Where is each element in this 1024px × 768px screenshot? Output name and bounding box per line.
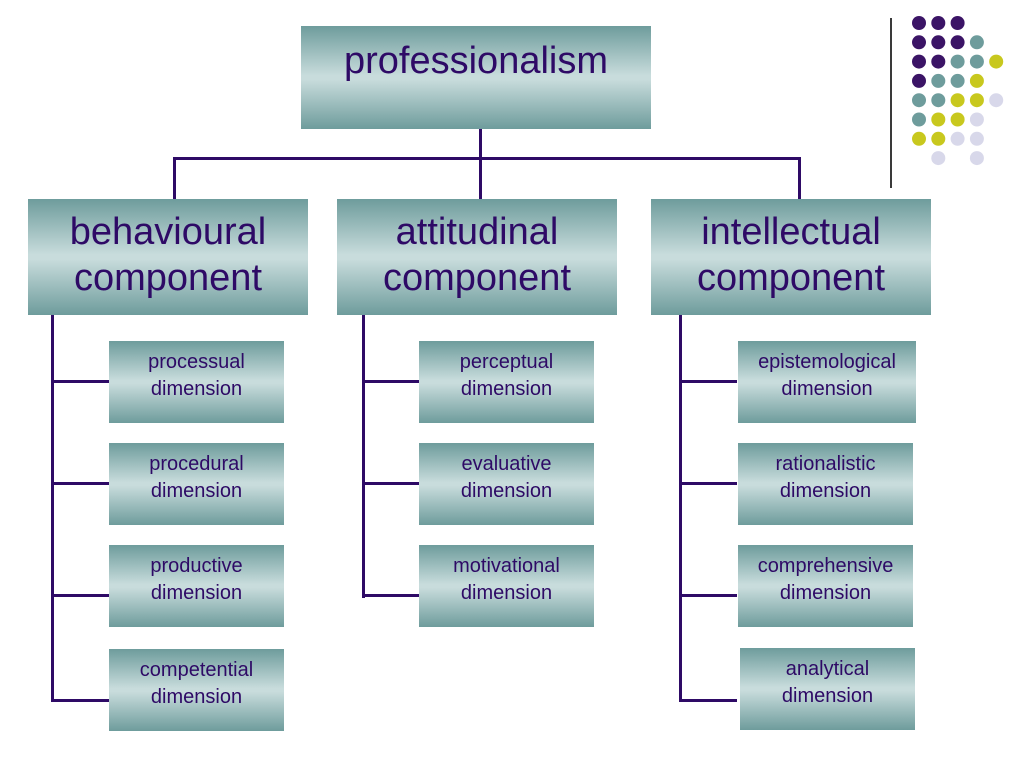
drop-line-attitudinal bbox=[479, 157, 482, 199]
branch-rationalistic bbox=[679, 482, 737, 485]
decorative-dot bbox=[969, 131, 984, 146]
decorative-dot bbox=[950, 16, 965, 30]
branch-processual bbox=[51, 380, 109, 383]
root-node-professionalism: professionalism bbox=[301, 26, 651, 129]
root-label: professionalism bbox=[344, 40, 608, 82]
decorative-dot bbox=[969, 54, 984, 69]
dimension-perceptual: perceptual dimension bbox=[419, 341, 594, 423]
component-label-line1: intellectual bbox=[701, 211, 881, 253]
component-label-line1: behavioural bbox=[69, 211, 267, 253]
decorative-dot bbox=[912, 35, 926, 50]
dimension-epistemological: epistemological dimension bbox=[738, 341, 916, 423]
dimension-label-line1: motivational bbox=[453, 555, 560, 577]
component-label-line2: component bbox=[382, 257, 571, 299]
dimension-label-line2: dimension bbox=[460, 378, 553, 400]
dimension-label-line2: dimension bbox=[150, 378, 243, 400]
decorative-dot bbox=[931, 73, 946, 88]
component-label-line2: component bbox=[696, 257, 885, 299]
dimension-label-line2: dimension bbox=[150, 686, 243, 708]
dimension-label-line1: perceptual bbox=[459, 351, 554, 373]
dimension-label-line2: dimension bbox=[781, 378, 873, 400]
decorative-dot bbox=[969, 93, 984, 108]
decorative-dot bbox=[989, 93, 1004, 108]
decorative-dot bbox=[912, 131, 926, 146]
dimension-label-line1: procedural bbox=[149, 453, 244, 475]
decorative-dot bbox=[931, 131, 946, 146]
component-label-line2: component bbox=[73, 257, 262, 299]
dimension-label-line2: dimension bbox=[781, 685, 874, 707]
decorative-dot bbox=[950, 131, 965, 146]
branch-procedural bbox=[51, 482, 109, 485]
decorative-dot bbox=[931, 35, 946, 50]
branch-productive bbox=[51, 594, 109, 597]
decorative-dot bbox=[950, 112, 965, 127]
spine-attitudinal bbox=[362, 315, 365, 598]
decorative-dot bbox=[931, 151, 946, 166]
spine-behavioural bbox=[51, 315, 54, 702]
drop-line-behavioural bbox=[173, 157, 176, 199]
dimension-label-line2: dimension bbox=[460, 480, 553, 502]
dimension-label-line2: dimension bbox=[779, 582, 872, 604]
dimension-label-line1: epistemological bbox=[758, 351, 896, 373]
decorative-dot bbox=[912, 112, 926, 127]
top-horizontal-line bbox=[173, 157, 801, 160]
dimension-evaluative: evaluative dimension bbox=[419, 443, 594, 525]
decorative-dot bbox=[912, 93, 926, 108]
component-behavioural: behavioural component bbox=[28, 199, 308, 315]
dimension-label-line1: productive bbox=[150, 555, 243, 577]
dimension-label-line2: dimension bbox=[779, 480, 872, 502]
dimension-label-line1: rationalistic bbox=[775, 453, 876, 475]
branch-epistemological bbox=[679, 380, 737, 383]
decorative-dot bbox=[969, 112, 984, 127]
decorative-dot bbox=[950, 54, 965, 69]
decorative-dot bbox=[931, 112, 946, 127]
dimension-label-line2: dimension bbox=[150, 480, 243, 502]
decorative-dot bbox=[912, 73, 926, 88]
drop-line-intellectual bbox=[798, 157, 801, 199]
decorative-dot bbox=[989, 54, 1004, 69]
decorative-dot bbox=[950, 35, 965, 50]
dimension-label-line2: dimension bbox=[460, 582, 553, 604]
decorative-dot bbox=[969, 35, 984, 50]
component-label-line1: attitudinal bbox=[395, 211, 559, 253]
decorative-dot bbox=[912, 54, 926, 69]
dimension-label-line1: analytical bbox=[785, 658, 870, 680]
decorative-dot bbox=[950, 73, 965, 88]
branch-evaluative bbox=[362, 482, 420, 485]
dimension-label-line1: comprehensive bbox=[757, 555, 894, 577]
dimension-rationalistic: rationalistic dimension bbox=[738, 443, 913, 525]
decorative-dot bbox=[931, 54, 946, 69]
dimension-label-line1: evaluative bbox=[461, 453, 552, 475]
dimension-label-line1: competential bbox=[139, 659, 254, 681]
dimension-analytical: analytical dimension bbox=[740, 648, 915, 730]
branch-comprehensive bbox=[679, 594, 737, 597]
branch-motivational bbox=[362, 594, 420, 597]
branch-competential bbox=[51, 699, 109, 702]
dimension-label-line2: dimension bbox=[150, 582, 243, 604]
dimension-comprehensive: comprehensive dimension bbox=[738, 545, 913, 627]
decorative-dot bbox=[931, 16, 946, 30]
dimension-competential: competential dimension bbox=[109, 649, 284, 731]
decorative-dot bbox=[950, 93, 965, 108]
decorative-dot-grid bbox=[912, 16, 1004, 166]
component-intellectual: intellectual component bbox=[651, 199, 931, 315]
dimension-processual: processual dimension bbox=[109, 341, 284, 423]
dimension-procedural: procedural dimension bbox=[109, 443, 284, 525]
dimension-productive: productive dimension bbox=[109, 545, 284, 627]
root-stem-line bbox=[479, 129, 482, 160]
decorative-dot bbox=[912, 16, 926, 30]
dimension-label-line1: processual bbox=[148, 351, 245, 373]
dimension-motivational: motivational dimension bbox=[419, 545, 594, 627]
decorative-vertical-rule bbox=[890, 18, 892, 188]
decorative-dot bbox=[969, 151, 984, 166]
branch-analytical bbox=[679, 699, 737, 702]
spine-intellectual bbox=[679, 315, 682, 702]
decorative-dot bbox=[969, 73, 984, 88]
component-attitudinal: attitudinal component bbox=[337, 199, 617, 315]
decorative-dot bbox=[931, 93, 946, 108]
branch-perceptual bbox=[362, 380, 420, 383]
